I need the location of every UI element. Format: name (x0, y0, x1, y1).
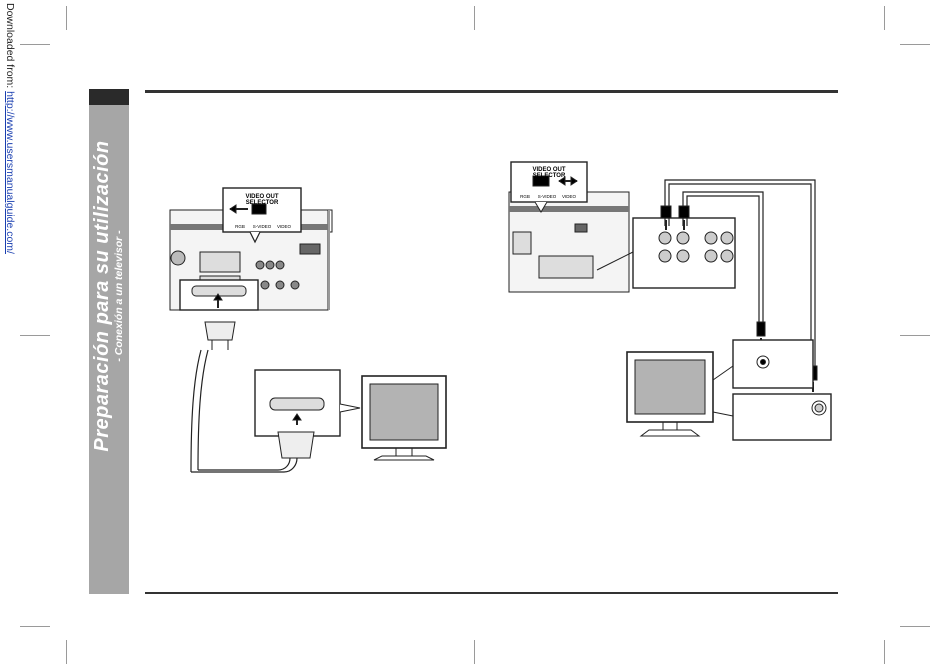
crop-mark (66, 6, 67, 30)
crop-mark (900, 626, 930, 627)
crop-mark (884, 640, 885, 664)
left-selector-title-2: SELECTOR (246, 200, 279, 206)
right-selector-position: RGB (520, 194, 530, 199)
video-connection-diagram: VIDEO OUT SELECTOR RGB S-VIDEO VIDEO (505, 160, 840, 460)
crop-mark (900, 44, 930, 45)
sidebar-title-block: Preparación para su utilización - Conexi… (91, 36, 131, 556)
top-rule (145, 90, 838, 93)
right-selector-position: S-VIDEO (538, 194, 557, 199)
download-source-link[interactable]: http://www.usersmanualguide.com/ (4, 91, 16, 254)
crop-mark (20, 44, 50, 45)
right-selector-position: VIDEO (562, 194, 577, 199)
left-selector-position: S-VIDEO (253, 224, 272, 229)
crop-mark (474, 6, 475, 30)
download-source: Downloaded from: http://www.usersmanualg… (0, 3, 16, 263)
download-source-prefix: Downloaded from: (4, 3, 16, 91)
crop-mark (20, 626, 50, 627)
sidebar-title: Preparación para su utilización (91, 36, 113, 556)
right-selector-title-2: SELECTOR (533, 173, 566, 179)
sidebar-subtitle: - Conexión a un televisor - (113, 36, 126, 556)
crop-mark (884, 6, 885, 30)
bottom-rule (145, 592, 838, 594)
crop-mark (474, 640, 475, 664)
left-selector-position: VIDEO (277, 224, 292, 229)
scart-connection-diagram: VIDEO OUT SELECTOR RGB S-VIDEO VIDEO (160, 180, 460, 480)
crop-mark (20, 335, 50, 336)
crop-mark (900, 335, 930, 336)
left-selector-position: RGB (235, 224, 245, 229)
crop-mark (66, 640, 67, 664)
